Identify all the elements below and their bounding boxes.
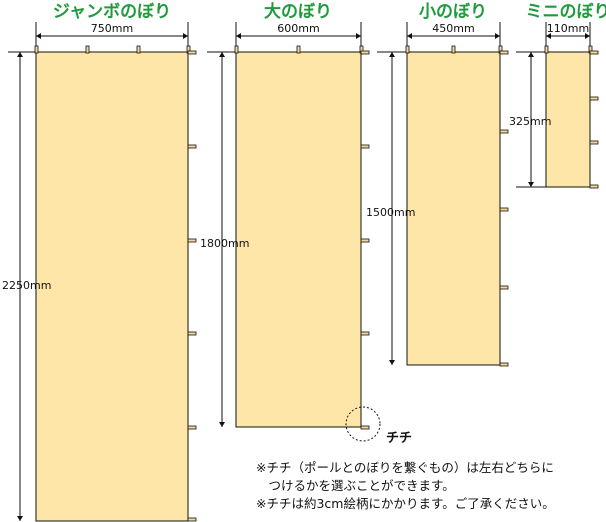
flag-body	[35, 51, 189, 522]
arrowhead-icon	[219, 422, 225, 427]
chichi-tab	[589, 184, 599, 189]
height-label: 2250mm	[2, 279, 51, 292]
chichi-callout-circle	[345, 406, 381, 442]
height-label: 1500mm	[366, 206, 415, 219]
arrowhead-icon	[183, 33, 188, 39]
chichi-tab	[499, 50, 509, 55]
chichi-tab	[85, 45, 90, 54]
width-label: 750mm	[91, 22, 133, 35]
flag-title: ジャンボのぼり	[53, 2, 171, 22]
chichi-tab	[187, 50, 197, 55]
arrowhead-icon	[528, 52, 534, 57]
chichi-tab	[187, 144, 197, 149]
arrowhead-icon	[495, 33, 500, 39]
arrowhead-icon	[546, 33, 551, 39]
arrowhead-icon	[17, 516, 23, 521]
arrowhead-icon	[236, 33, 241, 39]
chichi-tab	[499, 207, 509, 212]
arrowhead-icon	[356, 33, 361, 39]
chichi-tab	[589, 140, 599, 145]
flag-title: ミニのぼり	[526, 2, 606, 22]
flag-body	[545, 51, 591, 188]
arrowhead-icon	[389, 52, 395, 57]
chichi-tab	[405, 45, 410, 54]
chichi-tab	[360, 425, 370, 430]
chichi-tab	[499, 129, 509, 134]
chichi-tab	[234, 45, 239, 54]
arrowhead-icon	[36, 33, 41, 39]
arrowhead-icon	[219, 52, 225, 57]
width-label: 450mm	[432, 22, 474, 35]
chichi-tab	[360, 50, 370, 55]
chichi-tab	[499, 285, 509, 290]
chichi-tab	[451, 45, 456, 54]
chichi-tab	[589, 96, 599, 101]
arrowhead-icon	[528, 182, 534, 187]
chichi-tab	[187, 425, 197, 430]
chichi-tab	[499, 362, 509, 367]
chichi-tab	[34, 45, 39, 54]
height-label: 1800mm	[200, 237, 249, 250]
chichi-tab	[360, 238, 370, 243]
width-label: 110mm	[547, 22, 589, 35]
chichi-tab	[187, 517, 197, 522]
arrowhead-icon	[585, 33, 590, 39]
note-line-1: ※チチ（ポールとのぼりを繋ぐもの）は左右どちらに	[256, 460, 554, 475]
width-label: 600mm	[277, 22, 319, 35]
chichi-tab	[296, 45, 301, 54]
chichi-tab	[360, 331, 370, 336]
note-line-3: ※チチは約3cm絵柄にかかります。ご了承ください。	[256, 496, 555, 511]
flag-body	[235, 51, 362, 428]
flag-title: 小のぼり	[419, 2, 487, 22]
chichi-label: チチ	[386, 431, 412, 446]
chichi-tab	[187, 238, 197, 243]
note-line-2: つけるかを選ぶことができます。	[256, 478, 455, 493]
flag-title: 大のぼり	[264, 1, 332, 22]
arrowhead-icon	[407, 33, 412, 39]
arrowhead-icon	[17, 52, 23, 57]
flag-body	[406, 51, 501, 366]
chichi-tab	[544, 45, 549, 54]
chichi-tab	[589, 50, 599, 55]
chichi-tab	[136, 45, 141, 54]
chichi-tab	[360, 144, 370, 149]
chichi-tab	[187, 331, 197, 336]
arrowhead-icon	[389, 360, 395, 365]
height-label: 325mm	[509, 115, 551, 128]
